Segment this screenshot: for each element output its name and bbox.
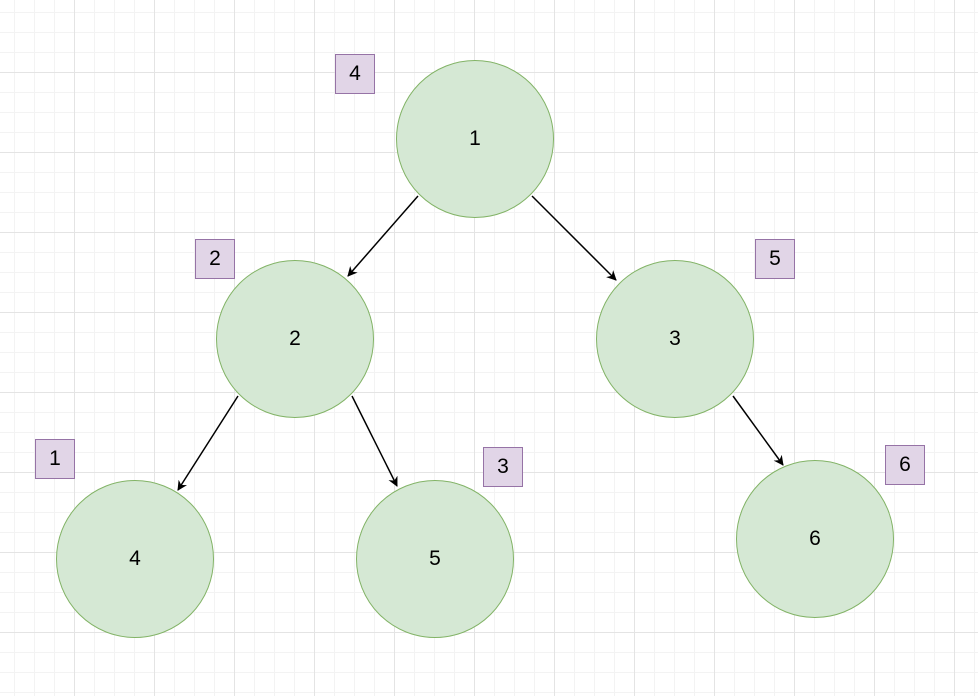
order-tag-node-3[interactable]: 5 (755, 239, 795, 279)
tag-label: 6 (899, 453, 911, 476)
node-label: 3 (669, 327, 681, 350)
edge-2-to-4 (177, 395, 239, 491)
tag-label: 1 (49, 447, 61, 470)
order-tag-node-2[interactable]: 2 (195, 239, 235, 279)
edge-1-to-2 (347, 195, 419, 277)
node-label: 1 (469, 127, 481, 150)
tag-label: 4 (349, 62, 361, 85)
edge-2-to-5 (351, 395, 398, 487)
edge-3-to-6 (732, 395, 784, 466)
tree-node-2[interactable]: 2 (216, 260, 374, 418)
node-label: 6 (809, 527, 821, 550)
tag-label: 3 (497, 455, 509, 478)
tag-label: 5 (769, 247, 781, 270)
node-label: 5 (429, 547, 441, 570)
edge-1-to-3 (531, 195, 617, 281)
tree-node-6[interactable]: 6 (736, 460, 894, 618)
tag-label: 2 (209, 247, 221, 270)
tree-node-4[interactable]: 4 (56, 480, 214, 638)
tree-node-3[interactable]: 3 (596, 260, 754, 418)
order-tag-node-4[interactable]: 1 (35, 439, 75, 479)
node-label: 4 (129, 547, 141, 570)
order-tag-node-1[interactable]: 4 (335, 54, 375, 94)
order-tag-node-6[interactable]: 6 (885, 445, 925, 485)
tree-node-5[interactable]: 5 (356, 480, 514, 638)
tree-node-1[interactable]: 1 (396, 60, 554, 218)
order-tag-node-5[interactable]: 3 (483, 447, 523, 487)
node-label: 2 (289, 327, 301, 350)
